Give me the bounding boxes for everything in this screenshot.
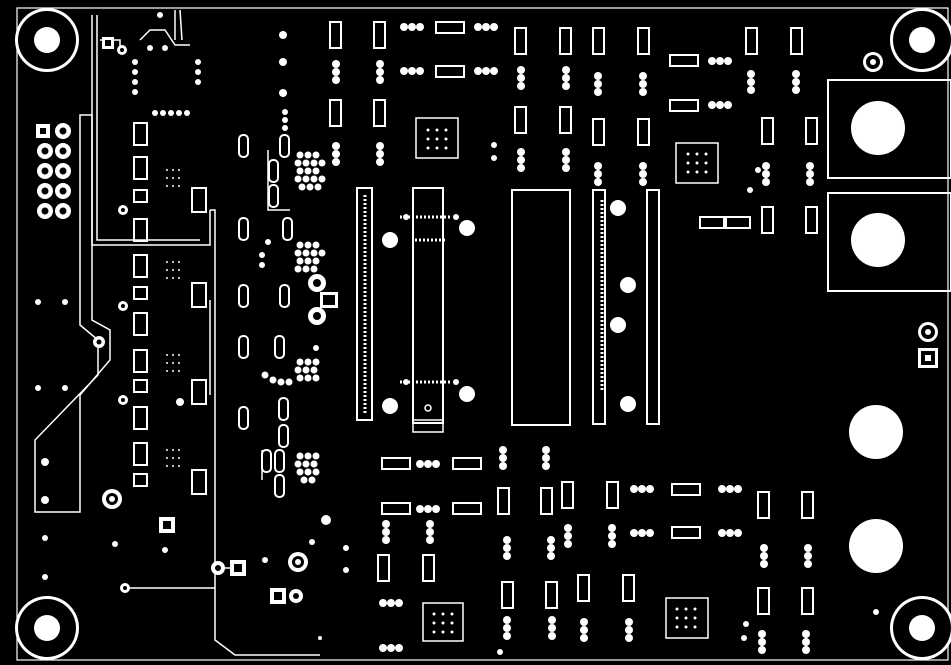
qfn-top-center <box>415 117 459 159</box>
terminal-block-top <box>827 79 951 292</box>
qfn-top-right <box>675 142 719 184</box>
via-clusters <box>166 169 180 467</box>
mounting-hole-bottom-left <box>15 596 79 660</box>
mounting-hole-top-right <box>890 8 951 72</box>
mounting-hole-bottom-right <box>890 596 951 660</box>
signal-traces <box>91 9 320 656</box>
test-point <box>102 489 308 604</box>
smd-resistors-bottom <box>377 457 814 615</box>
terminal-right-2pin <box>918 322 938 368</box>
connector-strips <box>356 187 660 426</box>
qfn-bottom-right <box>665 597 709 639</box>
mounting-hole-top-left <box>15 8 79 72</box>
board-outline <box>16 7 949 661</box>
qfn-bottom-center <box>422 602 464 642</box>
jumper-pads <box>308 274 338 325</box>
passive-components <box>238 134 293 498</box>
thermal-via-grid <box>261 151 326 484</box>
triple-via-vertical <box>332 60 814 654</box>
large-pad <box>849 519 903 573</box>
small-hole <box>863 52 883 72</box>
large-pad <box>849 405 903 459</box>
left-column-components <box>133 122 207 495</box>
triple-via-horizontal <box>379 23 742 652</box>
header-left-2x5 <box>36 123 71 219</box>
smd-resistors <box>329 21 818 234</box>
